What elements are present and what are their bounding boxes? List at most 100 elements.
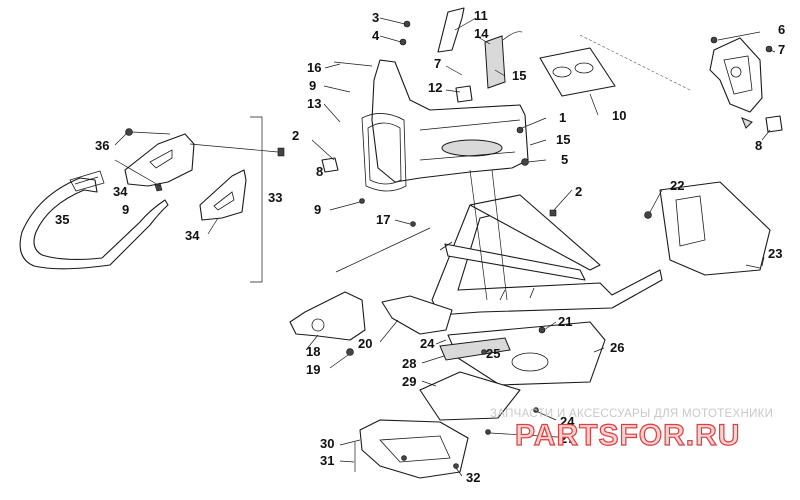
leader-15a: [494, 69, 506, 77]
callout-6: 6: [778, 22, 785, 37]
arrow-marker-right: [741, 117, 753, 129]
leader-17: [394, 219, 411, 225]
bumper-end-detail: [74, 176, 99, 185]
callout-33: 33: [268, 190, 282, 205]
callout-3: 3: [372, 10, 379, 25]
part-35-bumper: [19, 177, 169, 270]
assembly-leader-a: [335, 227, 431, 273]
axis-line-upper: [579, 34, 691, 91]
part-5-nut: [521, 158, 529, 166]
part-17-bolt: [410, 221, 416, 227]
callout-9-mid: 9: [314, 202, 321, 217]
pin-9: [154, 182, 163, 192]
part-9-pin: [359, 198, 365, 204]
part-29-guard: [419, 371, 521, 421]
part-1-clip: [516, 126, 524, 134]
leader-14: [475, 35, 491, 45]
callout-7: 7: [434, 56, 441, 71]
callout-21: 21: [558, 314, 572, 329]
support-hole: [730, 66, 742, 78]
callout-4: 4: [372, 28, 380, 43]
callout-25: 25: [486, 346, 500, 361]
part-chassis-crossbar: [444, 243, 586, 281]
leader-18: [305, 334, 319, 351]
part-28-plate: [439, 337, 511, 361]
watermark: ЗАПЧАСТИ И АКСЕССУАРЫ ДЛЯ МОТОТЕХНИКИ PA…: [490, 408, 773, 453]
part-20-arm: [381, 295, 453, 335]
callout-24-top: 24: [420, 336, 435, 351]
part-14-module: [484, 35, 506, 89]
leader-27: [489, 432, 559, 438]
part-11-bracket: [437, 7, 465, 53]
leader-16: [324, 63, 341, 69]
callout-11: 11: [474, 8, 488, 23]
leader-13: [323, 103, 341, 123]
headlight-lens: [367, 122, 402, 185]
leader-6: [717, 31, 761, 41]
leader-15b: [529, 139, 547, 146]
leader-19: [329, 354, 349, 369]
callout-27: 27: [560, 431, 574, 446]
callout-34-lower: 34: [185, 228, 200, 243]
part-16-rod: [333, 61, 373, 67]
part-2-fastener: [549, 209, 557, 217]
part-12-tab: [455, 85, 473, 103]
part-chassis-rail: [469, 194, 601, 271]
leader-34b: [207, 217, 219, 235]
leader-9b: [329, 201, 361, 211]
right-bracket-plate: [675, 195, 706, 247]
callout-2-right: 2: [575, 184, 582, 199]
panel-ribs: [419, 119, 521, 161]
callout-28: 28: [402, 356, 416, 371]
callout-18: 18: [306, 344, 320, 359]
chassis-group: [431, 181, 771, 316]
fastener-2: [277, 147, 285, 157]
leader-7: [445, 65, 463, 76]
module-wire: [502, 31, 523, 41]
plate-hole-a: [552, 66, 572, 78]
leader-28: [421, 355, 445, 364]
part-19-nut: [346, 348, 354, 356]
bumper-group: [19, 116, 285, 283]
leader-24a: [435, 339, 447, 345]
leader-9a: [323, 85, 351, 93]
callout-labels: 3 4 11 14 7 15 16 9 12 13 10 1 15 5 2 36…: [55, 8, 785, 485]
callout-16: 16: [307, 60, 321, 75]
leader-3: [379, 17, 406, 25]
part-34-lower-bracket: [199, 169, 247, 221]
leader-2b: [553, 189, 573, 211]
callout-15-mid: 15: [556, 132, 570, 147]
callout-14: 14: [474, 26, 489, 41]
part-24-screw: [533, 407, 539, 413]
leader-1: [521, 117, 547, 129]
lower-group: [289, 169, 606, 479]
bracket-33: [250, 116, 263, 283]
bolt-36-head: [125, 128, 133, 136]
part-30-lower-guard: [359, 419, 469, 479]
leader-10: [589, 93, 599, 116]
callout-32: 32: [466, 470, 480, 485]
callout-1: 1: [559, 110, 566, 125]
callout-34-upper: 34: [113, 184, 128, 199]
callout-8-right: 8: [755, 138, 762, 153]
callout-2-left: 2: [292, 128, 299, 143]
watermark-logo: PARTSFOR.RU: [515, 419, 740, 452]
assembly-leader-c: [491, 169, 508, 301]
callout-20: 20: [358, 336, 372, 351]
callout-30: 30: [320, 436, 334, 451]
leader-29: [421, 380, 437, 387]
headlight-opening: [361, 113, 407, 192]
callout-22: 22: [670, 178, 684, 193]
part-6-bolt: [710, 36, 718, 44]
leader-8a: [311, 139, 335, 161]
bracket-cutout: [149, 149, 173, 169]
support-plate: [723, 55, 753, 95]
lower-guard-inner: [379, 435, 451, 463]
callout-15-top: 15: [512, 68, 526, 83]
front-frame-group: [321, 7, 616, 227]
callout-8-left: 8: [316, 164, 323, 179]
callout-7-right: 7: [778, 42, 785, 57]
part-32-rivet-b: [453, 463, 459, 469]
